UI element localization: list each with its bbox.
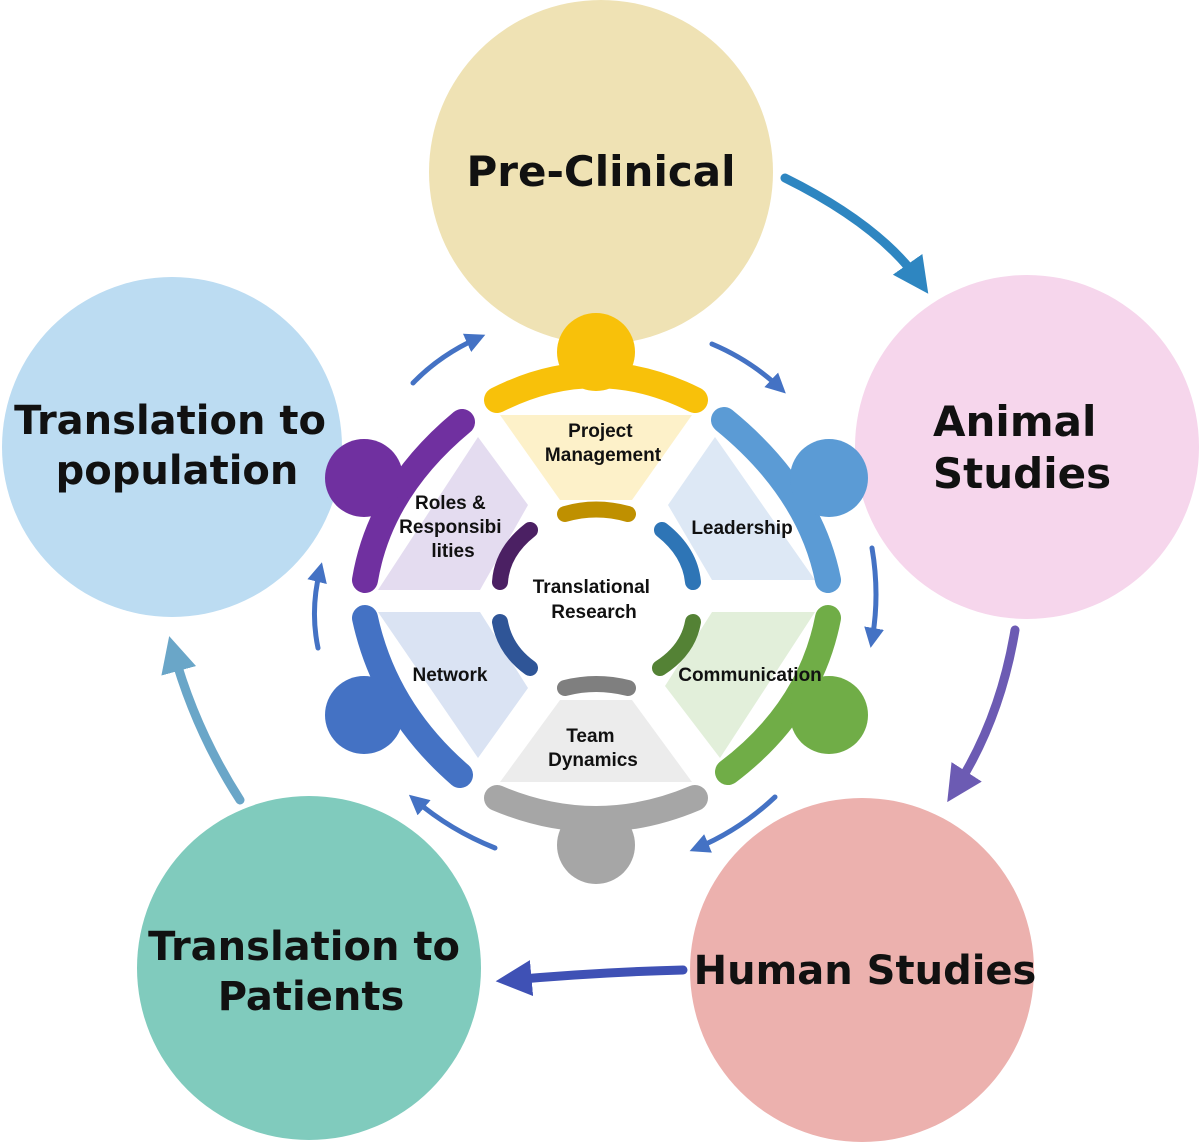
outer-cycle-arrows xyxy=(161,173,1020,997)
inner-tab-leadership xyxy=(654,522,701,590)
stage-label-population-line1: Translation to xyxy=(14,398,326,444)
segment-panel-communication xyxy=(665,612,815,758)
stage-label-animal-studies-line1: Animal xyxy=(933,397,1096,446)
segment-label-roles-line3: lities xyxy=(431,541,474,562)
inner-arrow-top-left xyxy=(410,333,486,386)
svg-text:Translation to Patients: Translation to Patients xyxy=(148,924,474,1020)
inner-arrow-right xyxy=(864,545,884,648)
segment-label-leadership: Leadership xyxy=(691,518,792,539)
arrow-patients-to-population xyxy=(161,636,245,805)
stage-circle-pre-clinical xyxy=(429,0,773,344)
inner-arrow-bottom-right xyxy=(689,794,778,853)
stage-circle-human-studies xyxy=(690,798,1034,1142)
segment-panel-roles-responsibilities xyxy=(378,437,528,590)
stage-translation-to-population: Translation to population xyxy=(2,277,342,617)
stage-circle-animal-studies xyxy=(855,275,1199,619)
svg-text:Project Management: Project Management xyxy=(545,421,662,466)
segment-label-roles-line2: Responsibi xyxy=(399,517,501,538)
stage-label-patients-line1: Translation to xyxy=(148,924,460,970)
person-head-network xyxy=(325,676,403,754)
inner-tab-network xyxy=(492,614,538,676)
person-head-project-management xyxy=(557,313,635,391)
stage-circle-translation-to-population xyxy=(2,277,342,617)
svg-text:Leadership: Leadership xyxy=(691,518,792,539)
inner-arrow-bottom-left xyxy=(408,794,498,851)
inner-arrow-left xyxy=(307,562,327,651)
person-head-roles-responsibilities xyxy=(325,439,403,517)
svg-text:Human Studies: Human Studies xyxy=(694,948,1037,994)
inner-tab-roles-responsibilities xyxy=(492,522,538,590)
arrow-human-studies-to-patients xyxy=(495,960,688,997)
stage-label-animal-studies-line2: Studies xyxy=(933,449,1111,498)
segment-panel-network xyxy=(378,612,528,758)
svg-text:Communication: Communication xyxy=(678,665,822,686)
stage-label-pre-clinical: Pre-Clinical xyxy=(467,147,736,196)
segment-label-project-management-line1: Project xyxy=(568,421,633,442)
inner-tab-project-management xyxy=(557,501,636,522)
segment-label-network: Network xyxy=(413,665,488,686)
svg-text:Translational Research: Translational Research xyxy=(533,577,655,623)
center-hub: Translational Research xyxy=(533,577,655,623)
inner-cycle-arrows xyxy=(307,333,884,853)
person-head-leadership xyxy=(790,439,868,517)
stage-animal-studies: Animal Studies xyxy=(855,275,1199,619)
stage-label-patients-line2: Patients xyxy=(218,974,405,1020)
segment-communication: Communication xyxy=(652,605,868,785)
svg-text:Roles & Responsibi: Roles & Responsibi lities xyxy=(399,493,507,562)
segment-project-management: Project Management xyxy=(484,313,708,522)
inner-tab-team-dynamics xyxy=(557,676,636,696)
inner-tab-communication xyxy=(652,614,701,676)
stage-human-studies: Human Studies xyxy=(690,798,1036,1142)
segment-roles-responsibilities: Roles & Responsibi lities xyxy=(325,409,538,593)
svg-text:Network: Network xyxy=(413,665,488,686)
segment-label-project-management-line2: Management xyxy=(545,445,662,466)
center-label-line1: Translational xyxy=(533,577,650,598)
center-label-line2: Research xyxy=(551,602,637,623)
segment-panel-project-management xyxy=(500,415,692,500)
segment-leadership: Leadership xyxy=(654,407,868,593)
inner-arrow-top-right xyxy=(709,341,786,394)
segment-panel-team-dynamics xyxy=(500,700,692,782)
segment-panel-leadership xyxy=(668,437,815,580)
person-head-communication xyxy=(790,676,868,754)
team-ring: Project Management Leadership Communicat… xyxy=(325,313,868,884)
svg-text:Team Dynamics: Team Dynamics xyxy=(548,726,638,771)
svg-text:Translation to populatio: Translation to population xyxy=(14,398,340,494)
arrow-animal-studies-to-human-studies xyxy=(947,625,1020,803)
segment-label-team-dynamics-line2: Dynamics xyxy=(548,750,638,771)
stage-translation-to-patients: Translation to Patients xyxy=(137,796,481,1140)
stage-label-population-line2: population xyxy=(56,448,299,494)
arrow-pre-clinical-to-animal-studies xyxy=(780,173,929,294)
svg-text:Pre-Clinical: Pre-Clinical xyxy=(467,147,736,196)
segment-label-roles-line1: Roles & xyxy=(415,493,486,514)
segment-network: Network xyxy=(325,605,538,788)
stage-pre-clinical: Pre-Clinical xyxy=(429,0,773,344)
person-arm-leadership xyxy=(711,407,841,593)
stage-circle-translation-to-patients xyxy=(137,796,481,1140)
segment-label-team-dynamics-line1: Team xyxy=(566,726,614,747)
segment-team-dynamics: Team Dynamics xyxy=(484,676,708,884)
stage-label-human-studies: Human Studies xyxy=(694,948,1037,994)
segment-label-communication: Communication xyxy=(678,665,822,686)
svg-text:Animal Studies: Animal Studies xyxy=(933,397,1111,498)
person-head-team-dynamics xyxy=(557,806,635,884)
